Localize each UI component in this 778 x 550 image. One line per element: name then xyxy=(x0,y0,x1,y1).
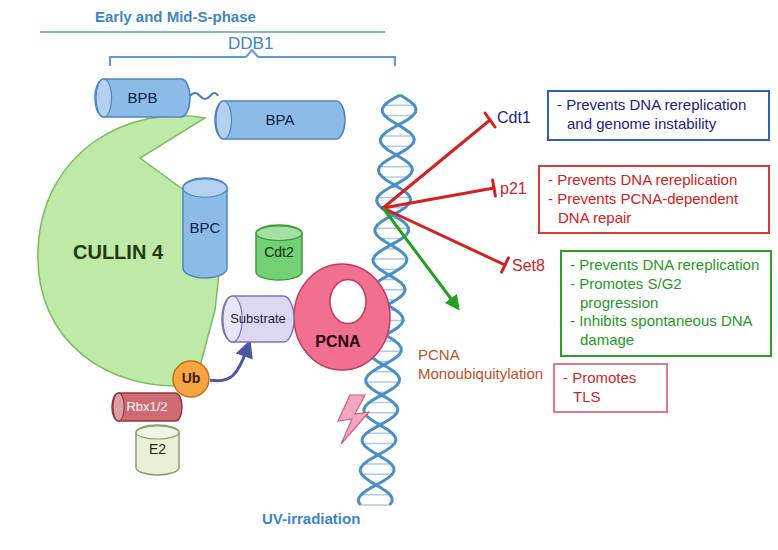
effect-box: - Prevents DNA rereplication- Promotes S… xyxy=(560,250,772,357)
substrate-cylinder: Substrate xyxy=(222,295,294,343)
base-pair xyxy=(369,402,393,404)
rbx-subunit: Rbx1/2 xyxy=(112,392,182,422)
inhibition-line xyxy=(383,188,494,208)
inhibition-line xyxy=(383,208,505,265)
base-pair xyxy=(384,105,414,107)
cylinder-body xyxy=(183,178,227,278)
node-label: CULLIN 4 xyxy=(73,240,163,265)
node-label: Cdt2 xyxy=(264,244,294,262)
cylinder-face xyxy=(136,426,179,439)
effect-text: - Inhibits spontaneous DNA damage xyxy=(570,312,762,350)
base-pair xyxy=(380,166,412,168)
base-pair xyxy=(360,504,389,506)
effect-box: - Prevents DNA rereplication and genome … xyxy=(547,90,770,141)
cdt2-receptor-outline xyxy=(256,225,302,280)
ubiquitin-circle-outline xyxy=(173,361,209,397)
cylinder-face xyxy=(216,101,232,139)
base-pair xyxy=(382,176,407,178)
node-label: E2 xyxy=(149,441,166,459)
rbx-subunit-outline xyxy=(112,393,182,421)
transfer-arrow xyxy=(210,343,249,381)
title-underline xyxy=(40,31,385,33)
node-label: BPC xyxy=(190,219,221,238)
bpb-domain-outline xyxy=(95,79,190,117)
cylinder-body xyxy=(136,425,179,475)
base-pair xyxy=(373,258,407,260)
bpb-domain: BPB xyxy=(95,78,190,118)
inhibition-lines xyxy=(383,113,508,272)
cdt2-receptor: Cdt2 xyxy=(255,225,303,280)
base-pair xyxy=(366,433,392,435)
base-pair xyxy=(375,228,408,230)
ring-shape xyxy=(294,264,390,370)
base-pair xyxy=(364,463,392,465)
cylinder-face xyxy=(256,226,302,241)
cylinder-body xyxy=(215,101,345,139)
base-pair xyxy=(363,443,395,445)
base-pair xyxy=(366,381,399,383)
e2-enzyme: E2 xyxy=(135,425,180,475)
ubiquitin-circle: Ub xyxy=(172,360,210,398)
uv-bolt xyxy=(338,395,369,444)
base-pair xyxy=(383,146,410,148)
cylinder-face xyxy=(113,393,124,421)
pcna-ring-graphic xyxy=(292,262,392,372)
bpa-domain: BPA xyxy=(215,100,345,140)
bpc-domain-outline xyxy=(183,178,227,278)
bpa-domain-outline xyxy=(215,101,345,139)
effect-text: - Prevents DNA rereplication xyxy=(548,171,760,190)
effect-text: - Prevents PCNA-dependent DNA repair xyxy=(548,190,760,228)
linker xyxy=(190,93,218,99)
base-pair xyxy=(382,135,413,137)
inhibition-bar xyxy=(485,113,495,127)
inhibition-bar xyxy=(493,180,496,196)
treatment-label: UV-irradiation xyxy=(262,510,360,529)
cylinder-body xyxy=(112,393,182,421)
modification-name: PCNA Monoubiquitylation xyxy=(418,346,568,384)
cylinder-face xyxy=(96,79,112,117)
bpc-domain: BPC xyxy=(182,178,228,278)
substrate-name: p21 xyxy=(500,179,527,199)
effect-text: - Promotes S/G2 progression xyxy=(570,275,762,313)
cylinder-body xyxy=(95,79,190,117)
cylinder-body xyxy=(222,296,294,342)
node-label: BPB xyxy=(127,89,157,108)
circle-shape xyxy=(173,361,209,397)
base-pair xyxy=(362,474,393,476)
effect-text: - Promotes TLS xyxy=(563,369,658,407)
inhibition-line xyxy=(383,120,490,208)
base-pair xyxy=(384,115,413,117)
node-label: BPA xyxy=(266,111,295,130)
base-pair xyxy=(361,494,390,496)
diagram-title: Early and Mid-S-phase xyxy=(95,8,256,27)
cylinder-body xyxy=(256,225,302,280)
effect-box: - Promotes TLS xyxy=(553,363,668,414)
substrate-name: Cdt1 xyxy=(497,108,531,128)
substrate-name: Set8 xyxy=(512,256,545,276)
substrate-cylinder-outline xyxy=(222,296,294,342)
inhibition-bar xyxy=(502,258,509,272)
effect-text: - Prevents DNA rereplication xyxy=(570,256,762,275)
node-label: Ub xyxy=(182,370,201,388)
effect-text: - Prevents DNA rereplication and genome … xyxy=(557,96,760,134)
pcna-ring-outline xyxy=(294,264,390,370)
e2-enzyme-outline xyxy=(136,425,179,475)
effect-box: - Prevents DNA rereplication- Prevents P… xyxy=(538,165,770,234)
node-label: Substrate xyxy=(230,311,286,327)
activation-arrow xyxy=(383,208,458,308)
cylinder-face xyxy=(183,179,227,197)
complex-name: DDB1 xyxy=(228,33,273,54)
node-label: PCNA xyxy=(315,332,360,352)
pcna-ring: PCNA xyxy=(292,262,392,372)
node-label: Rbx1/2 xyxy=(126,399,167,415)
